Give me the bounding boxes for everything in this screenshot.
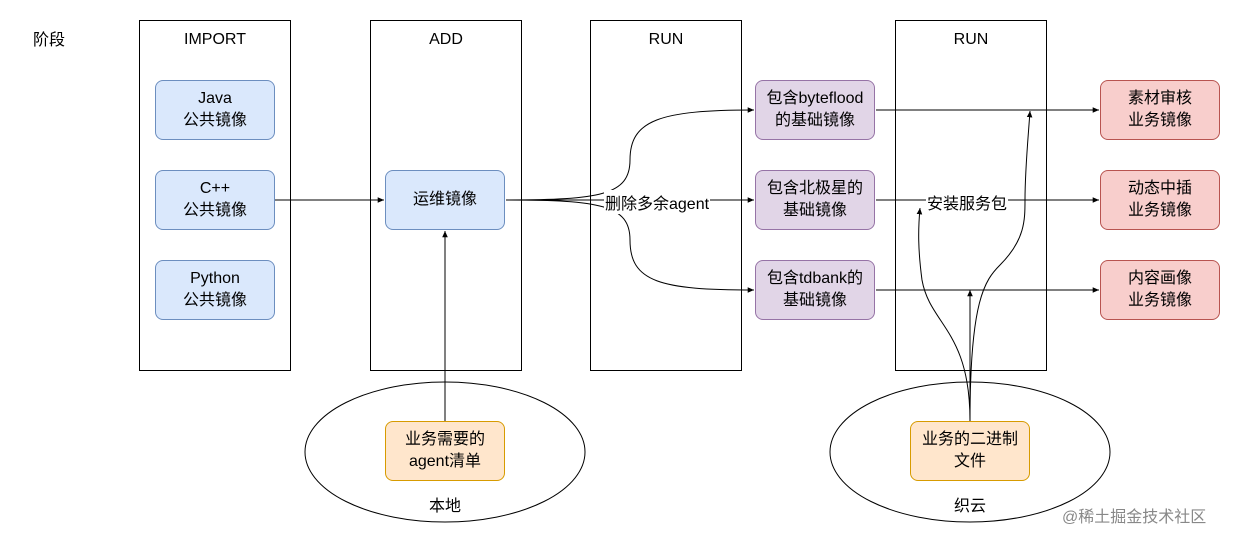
import-stage-title: IMPORT xyxy=(184,31,246,48)
polaris-line-2: 基础镜像 xyxy=(782,202,847,219)
cpp-public-image: C++ 公共镜像 xyxy=(155,170,275,230)
polaris-base-image: 包含北极星的 基础镜像 xyxy=(755,170,875,230)
run-stage-title-1: RUN xyxy=(648,31,684,48)
edge-binary-to-byteflood-line xyxy=(969,110,1033,422)
python-line-2: 公共镜像 xyxy=(182,292,247,309)
profile-line-1: 内容画像 xyxy=(1127,270,1192,287)
python-line-1: Python xyxy=(190,270,240,287)
material-line-2: 业务镜像 xyxy=(1127,112,1192,129)
dynamic-insert-image: 动态中插 业务镜像 xyxy=(1100,170,1220,230)
watermark: @稀土掘金技术社区 xyxy=(1062,509,1207,526)
dynamic-line-1: 动态中插 xyxy=(1127,180,1192,197)
edge-ops-to-byteflood xyxy=(505,107,755,201)
edge-ops-to-tdbank xyxy=(505,199,755,293)
python-public-image: Python 公共镜像 xyxy=(155,260,275,320)
install-package-label: 安装服务包 xyxy=(926,190,1009,214)
java-line-2: 公共镜像 xyxy=(182,112,247,129)
material-line-1: 素材审核 xyxy=(1127,90,1192,107)
java-line-1: Java xyxy=(198,90,232,107)
byteflood-line-1: 包含byteflood xyxy=(766,90,864,107)
binary-line-2: 文件 xyxy=(953,453,986,470)
tdbank-line-2: 基础镜像 xyxy=(782,292,847,309)
binary-line-1: 业务的二进制 xyxy=(921,431,1018,448)
remove-agent-label: 删除多余agent xyxy=(604,190,711,214)
byteflood-base-image: 包含byteflood 的基础镜像 xyxy=(755,80,875,140)
content-profile-image: 内容画像 业务镜像 xyxy=(1100,260,1220,320)
binary-file-box: 业务的二进制 文件 xyxy=(910,421,1030,481)
cpp-line-1: C++ xyxy=(199,180,231,197)
tdbank-base-image: 包含tdbank的 基础镜像 xyxy=(755,260,875,320)
dynamic-line-2: 业务镜像 xyxy=(1127,202,1192,219)
edge-binary-to-install-left xyxy=(916,207,971,422)
cloud-label: 织云 xyxy=(953,498,986,515)
java-public-image: Java 公共镜像 xyxy=(155,80,275,140)
local-label: 本地 xyxy=(428,498,461,515)
material-review-image: 素材审核 业务镜像 xyxy=(1100,80,1220,140)
add-stage-title: ADD xyxy=(429,31,463,48)
cpp-line-2: 公共镜像 xyxy=(182,202,247,219)
profile-line-2: 业务镜像 xyxy=(1127,292,1192,309)
tdbank-line-1: 包含tdbank的 xyxy=(766,270,864,287)
agent-list-line-1: 业务需要的 xyxy=(404,431,485,448)
stage-label: 阶段 xyxy=(33,32,66,49)
run-stage-title-2: RUN xyxy=(953,31,989,48)
byteflood-line-2: 的基础镜像 xyxy=(774,112,855,129)
agent-list-box: 业务需要的 agent清单 xyxy=(385,421,505,481)
ops-image: 运维镜像 xyxy=(385,170,505,230)
ops-line-1: 运维镜像 xyxy=(412,191,477,208)
polaris-line-1: 包含北极星的 xyxy=(766,180,863,197)
agent-list-line-2: agent清单 xyxy=(408,453,482,470)
